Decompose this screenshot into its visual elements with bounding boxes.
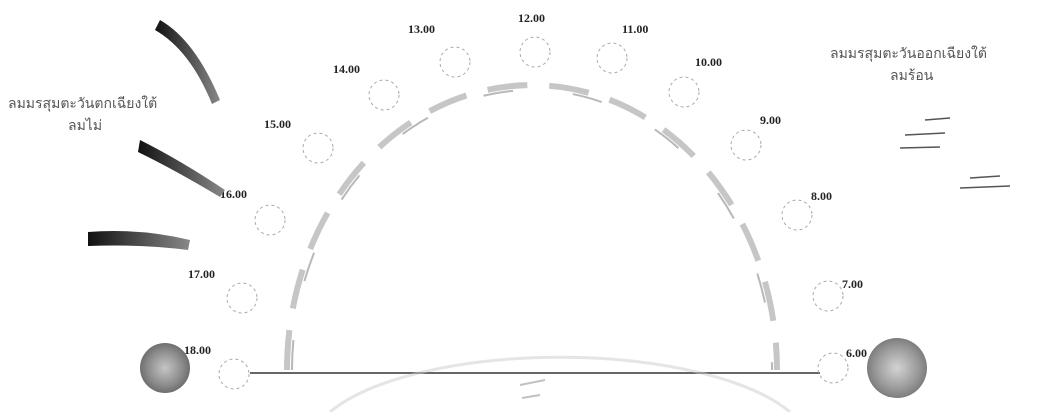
hour-marker-8 <box>781 199 813 231</box>
wind-west-label-line2: ลมไม่ <box>68 117 102 134</box>
wind-east-label-line1: ลมมรสุมตะวันออกเฉียงใต้ <box>830 45 987 62</box>
dome-arc <box>284 82 780 371</box>
hour-marker-17 <box>226 282 258 314</box>
dome-arc-inner <box>291 89 773 371</box>
wind-arrow-icon <box>155 20 220 104</box>
hour-label-14: 14.00 <box>333 62 360 76</box>
hour-labels: 6.00 7.00 8.00 9.00 10.00 11.00 12.00 13… <box>184 11 867 360</box>
hour-label-6: 6.00 <box>846 346 867 360</box>
watermark-arc <box>329 355 791 412</box>
watermark-tick <box>519 379 546 399</box>
hour-label-17: 17.00 <box>188 267 215 281</box>
hour-label-9: 9.00 <box>760 113 781 127</box>
hour-label-18: 18.00 <box>184 343 211 357</box>
hour-markers <box>218 36 849 390</box>
wind-arrows-west <box>88 20 225 250</box>
hour-label-13: 13.00 <box>408 22 435 36</box>
hour-marker-11 <box>596 42 628 74</box>
hour-label-7: 7.00 <box>842 277 863 291</box>
hour-marker-16 <box>254 204 286 236</box>
hour-marker-18 <box>218 358 250 390</box>
wind-arrow-icon <box>88 231 190 250</box>
hour-marker-15 <box>302 132 334 164</box>
hour-marker-9 <box>730 129 762 161</box>
hour-marker-6 <box>817 352 849 384</box>
hour-label-8: 8.00 <box>811 189 832 203</box>
hour-marker-12 <box>519 36 551 68</box>
hour-label-11: 11.00 <box>622 22 648 36</box>
hour-marker-14 <box>368 79 400 111</box>
hour-label-15: 15.00 <box>264 117 291 131</box>
hour-marker-13 <box>439 46 471 78</box>
wind-streaks-east <box>899 117 1011 189</box>
hour-label-12: 12.00 <box>518 11 545 25</box>
hour-marker-10 <box>668 76 700 108</box>
sun-east-icon <box>867 338 927 398</box>
hour-label-10: 10.00 <box>695 55 722 69</box>
wind-east-label-line2: ลมร้อน <box>890 68 934 84</box>
wind-arrow-icon <box>138 140 225 197</box>
hour-label-16: 16.00 <box>220 187 247 201</box>
hour-marker-7 <box>812 280 844 312</box>
sun-west-icon <box>140 343 190 393</box>
wind-west-label-line1: ลมมรสุมตะวันตกเฉียงใต้ <box>8 95 157 112</box>
